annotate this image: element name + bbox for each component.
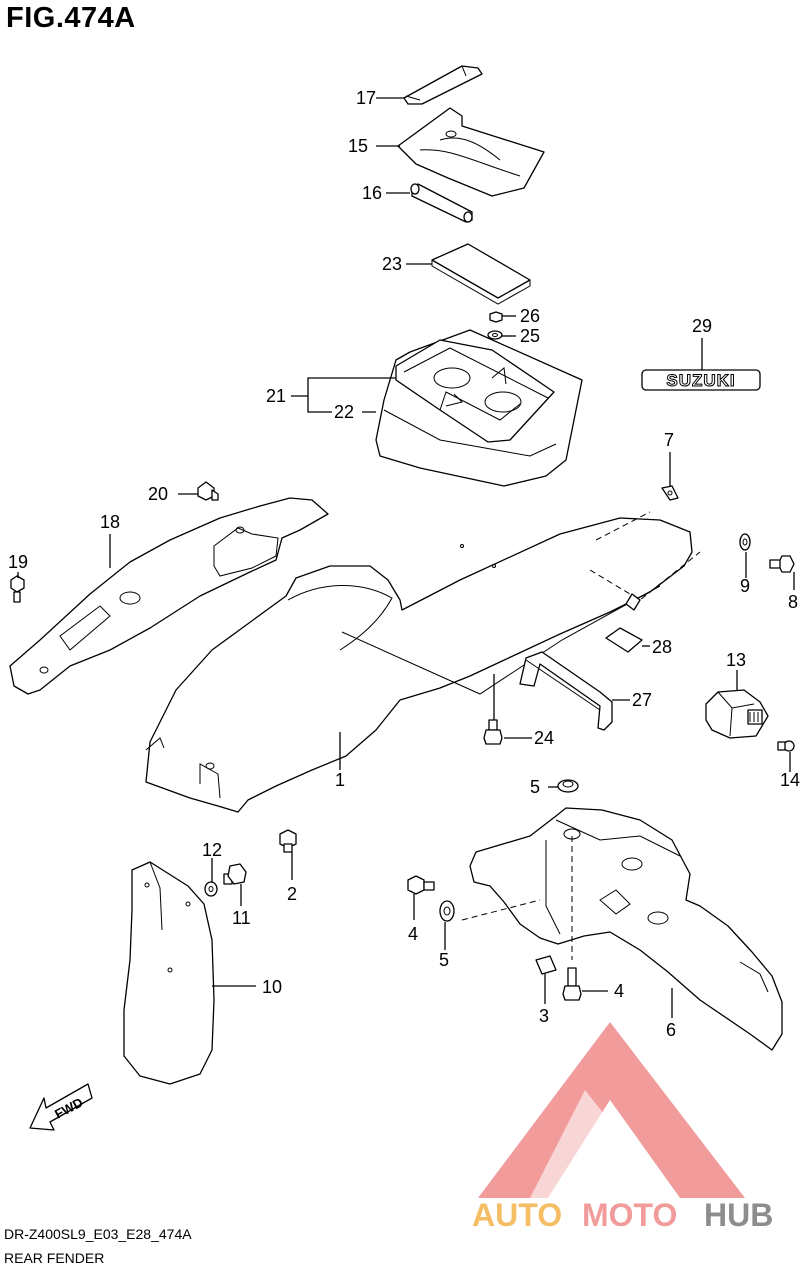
part-3-clip-nut[interactable]	[535, 955, 557, 975]
label-7: 7	[664, 430, 674, 450]
label-20: 20	[148, 484, 168, 504]
part-4-bolt-right[interactable]	[562, 967, 582, 1001]
label-5-bottom: 5	[439, 950, 449, 970]
label-25: 25	[520, 326, 540, 346]
label-4-left: 4	[408, 924, 418, 944]
label-17: 17	[356, 88, 376, 108]
part-2-bolt[interactable]	[279, 829, 297, 853]
part-12-washer[interactable]	[204, 881, 218, 897]
label-12: 12	[202, 840, 222, 860]
part-6-fender-bracket[interactable]	[461, 807, 783, 1051]
part-18-fender-piece[interactable]	[9, 497, 329, 695]
label-29: 29	[692, 316, 712, 336]
label-8: 8	[788, 592, 798, 612]
part-8-bolt[interactable]	[769, 555, 795, 573]
emblem-text: SUZUKI	[666, 371, 735, 390]
label-11: 11	[232, 908, 251, 928]
part-7-nut-clip[interactable]	[661, 485, 679, 501]
part-5-grommet-top[interactable]	[557, 779, 579, 793]
label-1: 1	[335, 770, 345, 790]
watermark-hub: HUB	[704, 1197, 773, 1233]
label-24: 24	[534, 728, 554, 748]
label-26: 26	[520, 306, 540, 326]
label-21: 21	[266, 386, 286, 406]
watermark-auto: AUTO	[472, 1197, 562, 1233]
label-9: 9	[740, 576, 750, 596]
part-1-rear-fender[interactable]	[145, 511, 701, 813]
part-5-grommet-bottom[interactable]	[439, 900, 455, 922]
label-28: 28	[652, 637, 672, 657]
fwd-arrow-icon: FWD	[29, 1083, 93, 1131]
label-10: 10	[262, 977, 282, 997]
label-18: 18	[100, 512, 120, 532]
label-14: 14	[780, 770, 800, 790]
part-number-labels: 17 15 16 23 26 25 21 22 29 7 9 8 28 27 1…	[8, 88, 800, 1040]
part-4-bolt-left[interactable]	[407, 875, 435, 895]
leader-lines	[17, 97, 795, 1018]
label-2: 2	[287, 884, 297, 904]
label-19: 19	[8, 552, 28, 572]
diagram-code: DR-Z400SL9_E03_E28_474A	[4, 1226, 192, 1242]
label-15: 15	[348, 136, 368, 156]
label-23: 23	[382, 254, 402, 274]
diagram-name: REAR FENDER	[4, 1250, 105, 1266]
label-3: 3	[539, 1006, 549, 1026]
label-6: 6	[666, 1020, 676, 1040]
label-13: 13	[726, 650, 746, 670]
part-21-tool-case[interactable]	[375, 329, 583, 487]
figure-title: FIG.474A	[6, 2, 136, 34]
part-20-bolt[interactable]	[197, 481, 219, 501]
part-23-plate[interactable]	[431, 243, 531, 305]
part-19-bolt[interactable]	[10, 575, 25, 603]
part-13-relay[interactable]	[705, 689, 769, 739]
part-16-tool[interactable]	[410, 183, 473, 223]
part-14-screw[interactable]	[777, 740, 795, 752]
label-4-right: 4	[614, 981, 624, 1001]
part-29-suzuki-emblem[interactable]: SUZUKI	[641, 369, 761, 391]
fwd-label: FWD	[52, 1095, 85, 1122]
label-5-top: 5	[530, 777, 540, 797]
part-15-tool-bag[interactable]	[397, 107, 545, 197]
part-26-nut[interactable]	[489, 311, 503, 323]
part-9-washer[interactable]	[739, 533, 751, 551]
part-17-strap[interactable]	[403, 65, 483, 105]
part-11-bolt[interactable]	[223, 863, 247, 885]
part-10-mud-flap[interactable]	[123, 861, 215, 1085]
part-28-pad[interactable]	[605, 627, 643, 653]
label-16: 16	[362, 183, 382, 203]
part-24-bolt[interactable]	[483, 719, 503, 745]
label-22: 22	[334, 402, 354, 422]
part-25-washer[interactable]	[487, 330, 503, 340]
label-27: 27	[632, 690, 652, 710]
automotohub-watermark-logo: AUTO MOTO HUB	[472, 1022, 773, 1233]
part-27-handle[interactable]	[519, 651, 613, 731]
watermark-moto: MOTO	[582, 1197, 677, 1233]
